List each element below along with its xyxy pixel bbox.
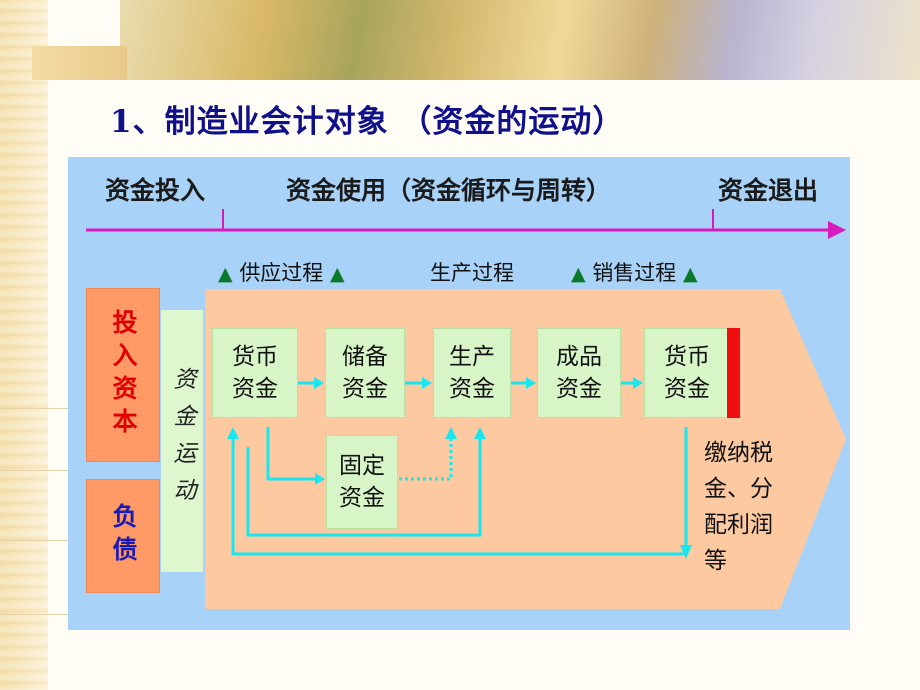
node-line: 资金 xyxy=(664,376,710,402)
process-marker-icon: ▲ xyxy=(330,263,345,285)
node-line: 资金 xyxy=(232,376,278,402)
node-reserve-fund: 储备资金 xyxy=(325,328,405,418)
banner-shade xyxy=(32,46,127,80)
node-production-fund: 生产资金 xyxy=(433,328,511,418)
page-title: 1、制造业会计对象 （资金的运动） xyxy=(110,104,625,140)
fund-motion-column: 资金运动 xyxy=(161,310,203,572)
return-loop-inner xyxy=(246,439,482,537)
stage-usage: 资金使用（资金循环与周转） xyxy=(286,176,612,205)
node-line: 生产 xyxy=(449,344,495,370)
node-monetary-fund-end: 货币资金 xyxy=(644,328,730,418)
process-supply-label: 供应过程 xyxy=(239,261,324,285)
exit-note-line: 金、分 xyxy=(704,476,773,502)
process-sales-label: 销售过程 xyxy=(592,261,677,285)
node-fixed-fund: 固定资金 xyxy=(326,435,398,529)
return-loop-outer-head xyxy=(227,427,239,439)
source-liabilities-label: 负债 xyxy=(109,503,138,569)
node-line: 储备 xyxy=(342,344,388,370)
stage-investment: 资金投入 xyxy=(105,176,206,205)
node-line: 资金 xyxy=(556,376,602,402)
arrow-fixed-production-head xyxy=(445,427,457,439)
arrow-monetary-fixed-head xyxy=(315,473,325,485)
margin-rule xyxy=(0,408,68,409)
node-line: 资金 xyxy=(449,376,495,402)
node-finished-goods-fund: 成品资金 xyxy=(537,328,621,418)
process-marker-icon: ▲ xyxy=(683,263,698,285)
arrow-monetary-fixed xyxy=(266,427,315,481)
arrow-monetary-reserve-head xyxy=(314,377,324,389)
margin-rule xyxy=(0,540,68,541)
fund-flow-diagram: 资金投入 资金使用（资金循环与周转） 资金退出 ▲ 供应过程 ▲ 生产过程 ▲ … xyxy=(68,157,850,630)
node-line: 货币 xyxy=(232,344,278,370)
margin-rule xyxy=(0,470,68,471)
process-supply: ▲ 供应过程 ▲ xyxy=(218,257,345,287)
exit-note: 缴纳税 金、分 配利润 等 xyxy=(704,435,784,579)
node-line: 固定 xyxy=(339,453,385,479)
process-marker-icon: ▲ xyxy=(218,263,233,285)
return-loop-outer xyxy=(231,427,688,556)
source-capital: 投入资本 xyxy=(86,288,160,462)
source-capital-label: 投入资本 xyxy=(109,309,138,441)
exit-note-line: 缴纳税 xyxy=(704,440,773,466)
stage-exit: 资金退出 xyxy=(718,176,819,205)
node-line: 货币 xyxy=(664,344,710,370)
node-line: 资金 xyxy=(342,376,388,402)
margin-rule xyxy=(0,614,68,615)
source-liabilities: 负债 xyxy=(86,479,160,593)
fund-motion-label: 资金运动 xyxy=(169,367,195,515)
arrow-fixed-production xyxy=(399,439,453,481)
exit-note-line: 配利润 xyxy=(704,512,773,538)
left-decorative-strip xyxy=(0,0,48,690)
process-sales: ▲ 销售过程 ▲ xyxy=(571,257,698,287)
process-marker-icon: ▲ xyxy=(571,263,586,285)
return-loop-inner-head xyxy=(474,427,486,439)
process-production: 生产过程 xyxy=(430,257,514,287)
node-line: 成品 xyxy=(556,344,602,370)
arrow-reserve-production-head xyxy=(422,377,432,389)
exit-red-bar xyxy=(727,328,740,418)
exit-note-line: 等 xyxy=(704,548,727,574)
node-line: 资金 xyxy=(339,485,385,511)
decorative-banner xyxy=(120,0,920,80)
exit-dashed-head xyxy=(680,545,692,559)
node-monetary-fund: 货币资金 xyxy=(212,328,298,418)
process-production-label: 生产过程 xyxy=(430,261,514,285)
arrow-finished-monetary-head xyxy=(633,377,643,389)
timeline-arrowhead xyxy=(828,221,846,239)
arrow-production-finished-head xyxy=(526,377,536,389)
